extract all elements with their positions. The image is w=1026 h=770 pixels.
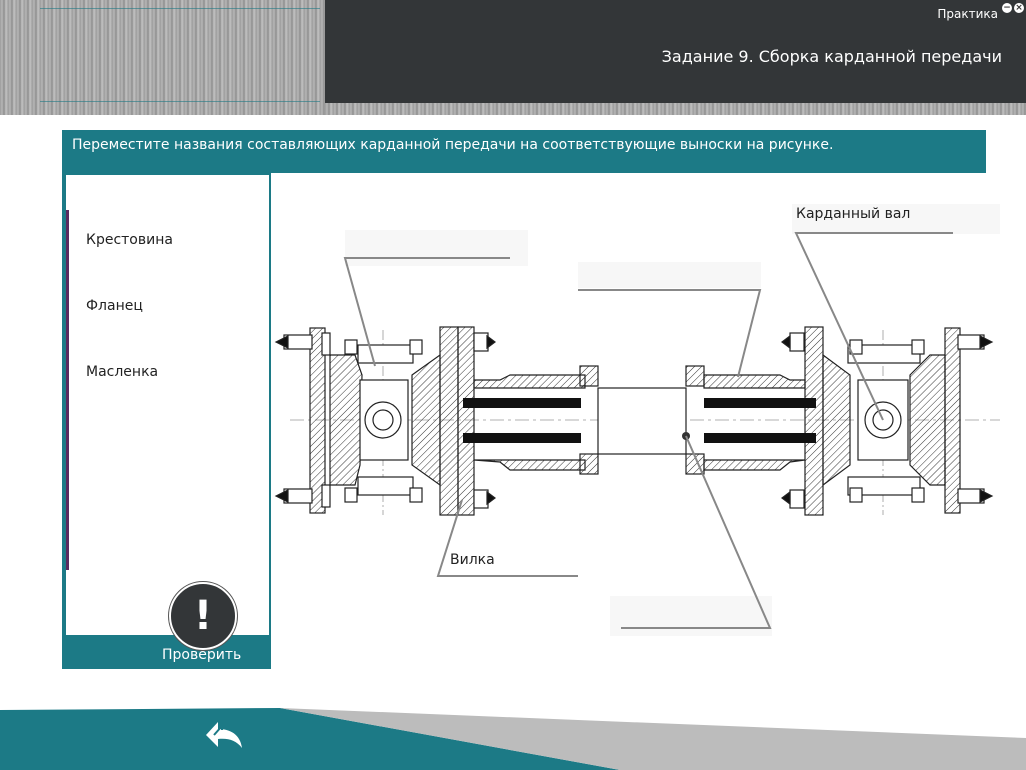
back-arrow-icon[interactable] (204, 718, 244, 752)
header-texture-strip (325, 103, 1026, 115)
callout-label-drive-shaft[interactable]: Карданный вал (796, 206, 911, 222)
leader-line (343, 257, 510, 367)
right-universal-joint (685, 326, 994, 516)
leader-line (621, 435, 772, 629)
header-accent-line (40, 101, 320, 102)
callout-drop-slot[interactable] (610, 596, 772, 636)
footer-bar (0, 708, 1026, 770)
leader-line (578, 289, 762, 378)
section-label: Практика (937, 7, 998, 21)
terms-list: Крестовина Фланец Масленка (66, 175, 269, 635)
check-button[interactable]: Проверить (162, 647, 242, 663)
check-button-icon[interactable]: ! (169, 582, 237, 650)
terms-panel: Крестовина Фланец Масленка ! Проверить (62, 173, 271, 669)
header-texture-left (0, 0, 325, 115)
callout-drop-slot[interactable] (578, 262, 761, 288)
callout-drop-slot-filled[interactable] (792, 204, 1000, 234)
term-item-maslenka[interactable]: Масленка (86, 364, 159, 380)
callout-drop-slot-filled[interactable] (438, 546, 578, 576)
minimize-icon[interactable]: − (1002, 3, 1012, 13)
shaft-body (597, 387, 687, 455)
instruction-bar: Переместите названия составляющих кардан… (62, 130, 986, 173)
page-title: Задание 9. Сборка карданной передачи (661, 47, 1002, 66)
left-universal-joint (274, 326, 599, 516)
panel-accent (66, 210, 69, 570)
term-item-krestovina[interactable]: Крестовина (86, 232, 173, 248)
spline-left-top (463, 398, 581, 408)
callout-leaders (343, 232, 953, 629)
leader-line (436, 499, 578, 577)
spline-right-top (704, 398, 816, 408)
callout-label-fork[interactable]: Вилка (450, 552, 495, 568)
spline-right-bottom (704, 433, 816, 443)
leader-line (794, 232, 953, 421)
callout-drop-slot[interactable] (345, 230, 528, 266)
close-icon[interactable]: × (1014, 3, 1024, 13)
header-accent-line (40, 8, 320, 9)
term-item-flanets[interactable]: Фланец (86, 298, 143, 314)
spline-left-bottom (463, 433, 581, 443)
header-bar: Практика − × Задание 9. Сборка карданной… (325, 0, 1026, 115)
